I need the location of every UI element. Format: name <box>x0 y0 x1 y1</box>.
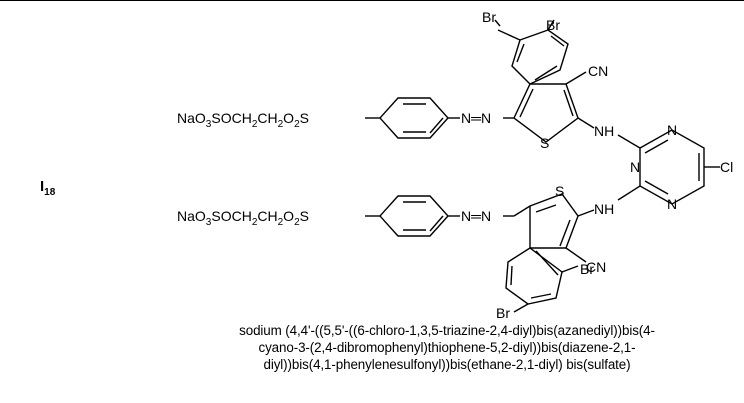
chain-top: NaO3SOCH2CH2O2S <box>177 110 309 130</box>
atom-br-top-left: Br <box>482 9 496 25</box>
chain-bottom: NaO3SOCH2CH2O2S <box>177 208 309 228</box>
dibromophenyl-ring-bottom <box>505 247 563 305</box>
atom-nh-bottom: NH <box>594 201 614 217</box>
triazine-ring <box>639 129 705 205</box>
atom-triazine-n2: N <box>630 159 640 175</box>
top-border-line <box>0 0 744 1</box>
azo-top: N═N <box>461 110 491 126</box>
dibromophenyl-ring-top <box>511 29 569 85</box>
atom-nh-top: NH <box>594 123 614 139</box>
compound-name-caption: sodium (4,4'-((5,5'-((6-chloro-1,3,5-tri… <box>150 322 744 373</box>
atom-cl: Cl <box>720 159 733 175</box>
azo-bottom: N═N <box>461 208 491 224</box>
caption-line-2: cyano-3-(2,4-dibromophenyl)thiophene-5,2… <box>258 340 636 355</box>
atom-triazine-n1: N <box>667 122 677 138</box>
bond-lines <box>365 19 720 313</box>
atom-triazine-n3: N <box>667 196 677 212</box>
atom-s-top: S <box>540 135 549 151</box>
atom-br-bottom-right-label: Br <box>580 261 594 277</box>
atom-br-top-right: Br <box>546 17 560 33</box>
thiophene-ring-top <box>513 83 579 143</box>
compound-label: I18 <box>40 178 56 198</box>
atom-s-bottom: S <box>555 183 564 199</box>
caption-line-1: sodium (4,4'-((5,5'-((6-chloro-1,3,5-tri… <box>239 323 655 338</box>
thiophene-ring-bottom <box>529 193 579 249</box>
chemical-structure-diagram: NaO3SOCH2CH2O2S NaO3SOCH2CH2O2S Br Br CN… <box>177 9 733 320</box>
atom-cn-bottom: CN <box>586 259 606 275</box>
caption-line-3: diyl))bis(4,1-phenylenesulfonyl))bis(eth… <box>263 357 631 372</box>
atom-br-bottom-left: Br <box>496 305 510 320</box>
atom-cn-top: CN <box>588 63 608 79</box>
